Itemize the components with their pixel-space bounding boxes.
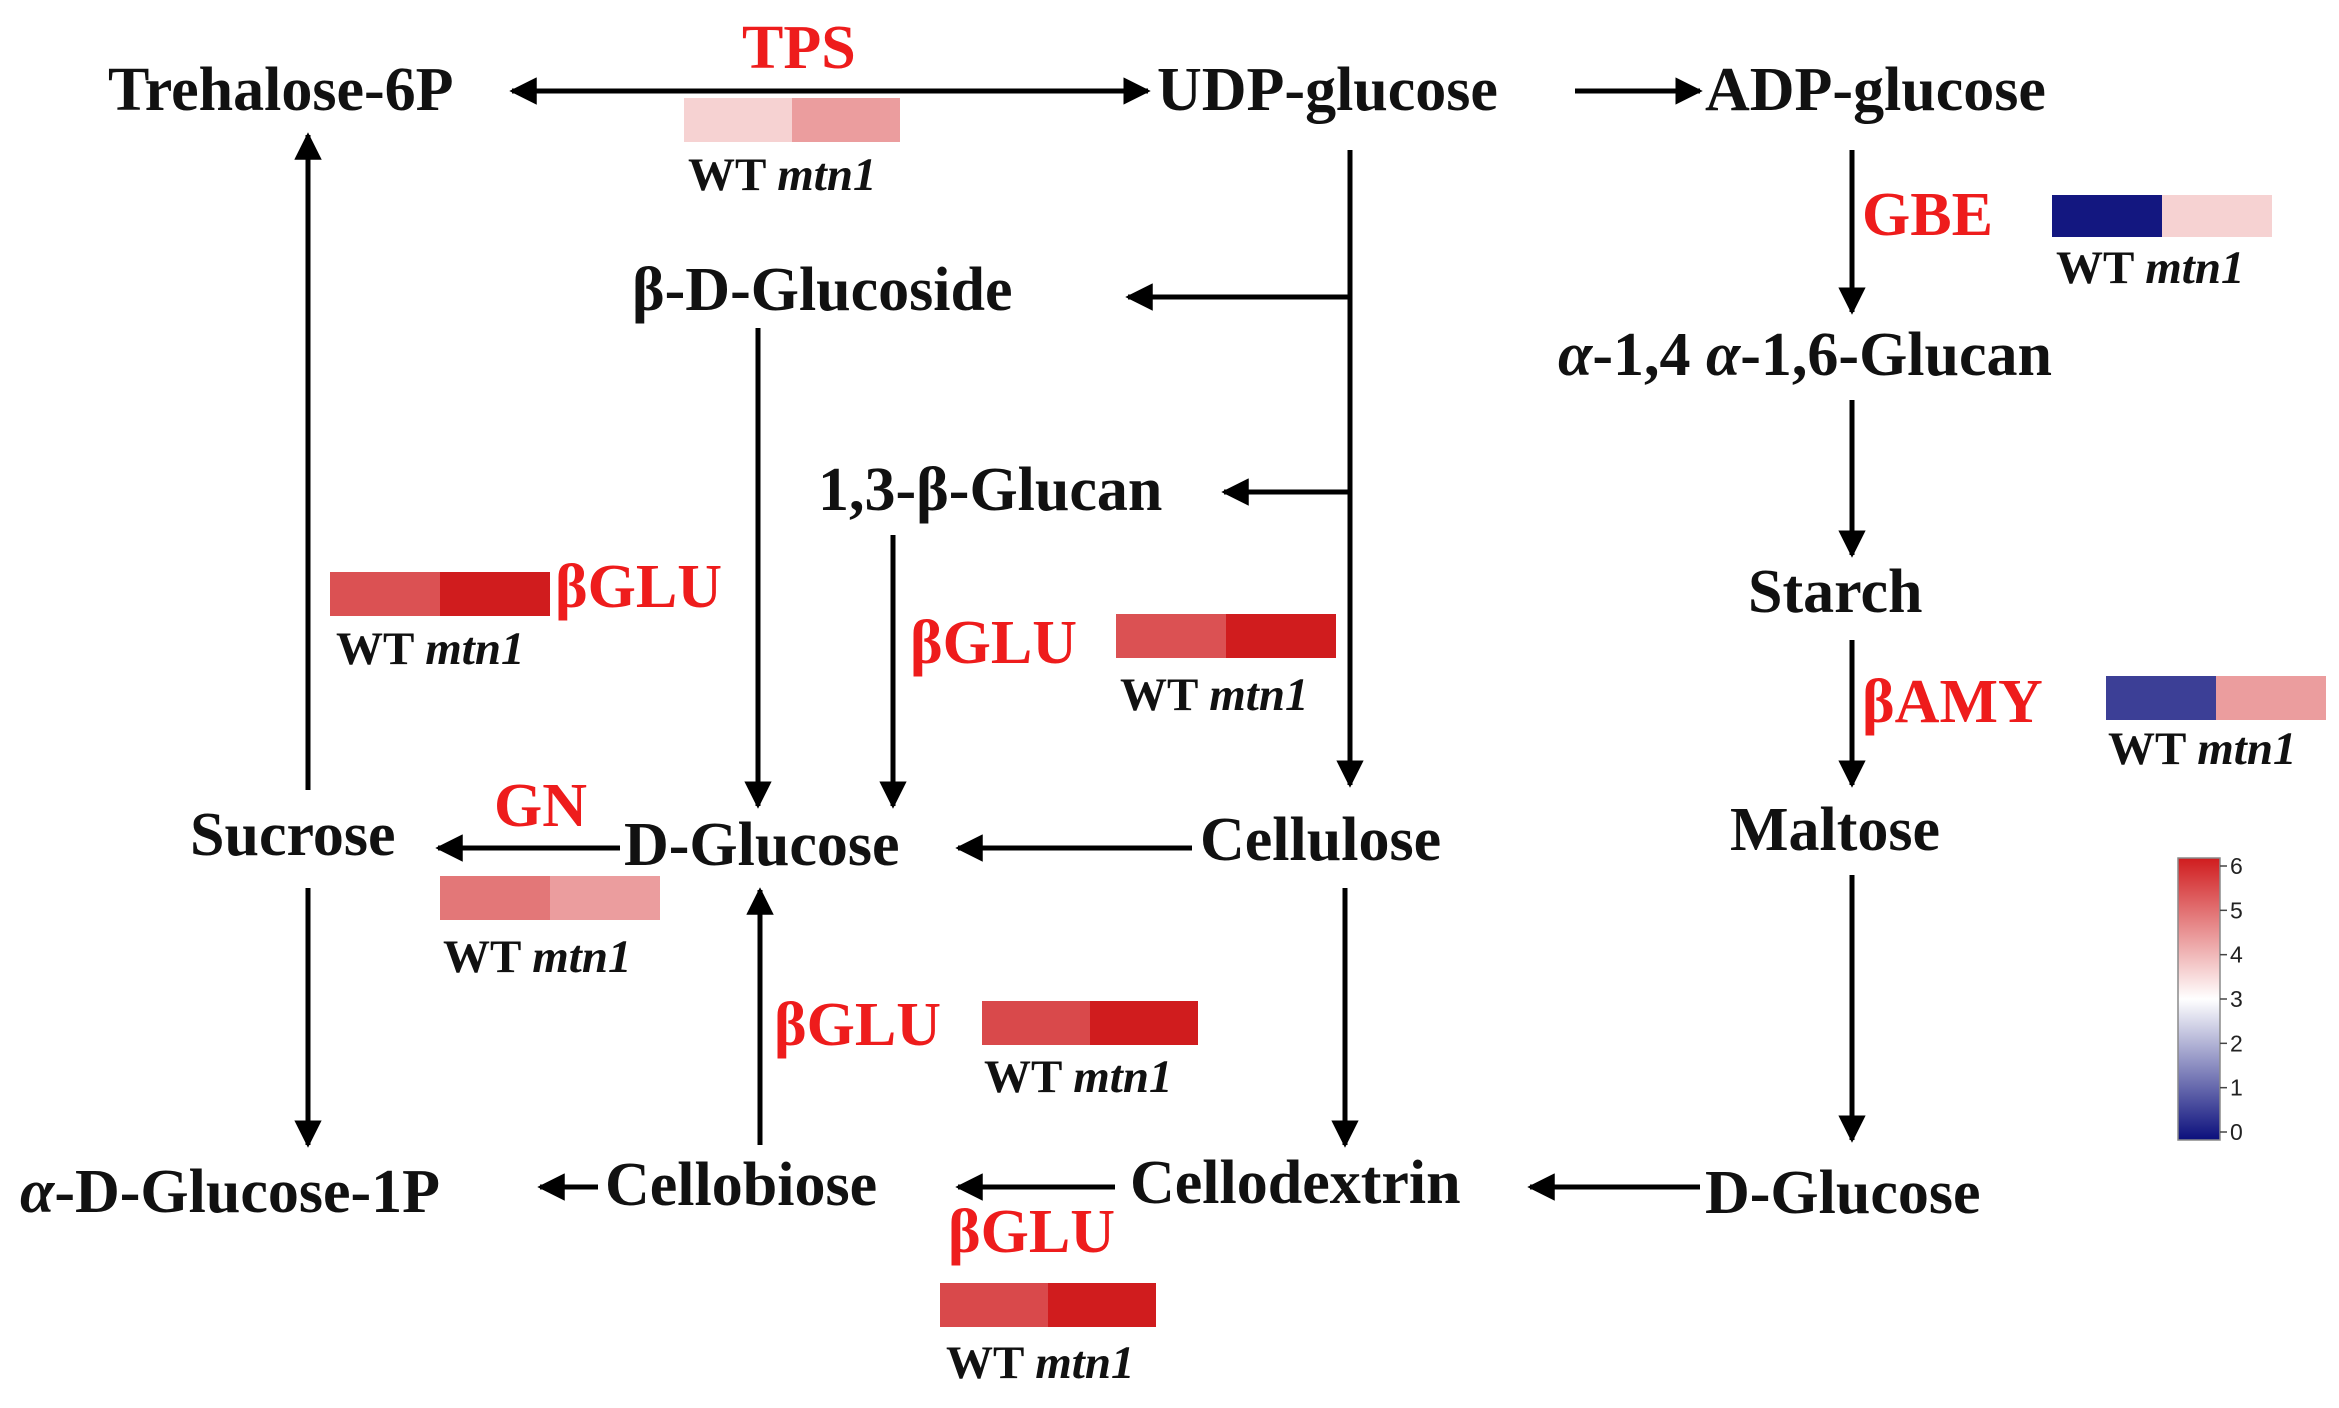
metabolite-cellobiose: Cellobiose <box>605 1151 877 1219</box>
legend-tick-label: 0 <box>2230 1119 2243 1145</box>
legend-tick-label: 2 <box>2230 1030 2243 1056</box>
legend-tick-label: 6 <box>2230 853 2243 879</box>
heatmap-cell-mtn1 <box>440 572 550 616</box>
heatmap-bamy: WT mtn1 <box>2106 676 2326 775</box>
metabolite-sucrose: Sucrose <box>190 801 396 869</box>
enzyme-tps: TPS <box>742 14 856 82</box>
label-mtn1: mtn1 <box>1035 1337 1134 1389</box>
label-wt: WT <box>2108 723 2186 775</box>
heatmap-cell-mtn1 <box>550 876 660 920</box>
glucan-part-2: -1,6-Glucan <box>1740 321 2052 389</box>
legend-tick-label: 4 <box>2230 942 2243 968</box>
legend-tick-label: 5 <box>2230 897 2243 923</box>
heatmap-label: WT mtn1 <box>443 931 632 983</box>
heatmap-label: WT mtn1 <box>2108 723 2297 775</box>
label-wt: WT <box>1120 669 1198 721</box>
label-mtn1: mtn1 <box>2145 242 2244 294</box>
legend-tick-label: 3 <box>2230 986 2243 1012</box>
metabolite-alpha-glucose-1p: α-D-Glucose-1P <box>20 1158 440 1226</box>
enzyme-bglu-cellodextrin: βGLU <box>948 1198 1115 1266</box>
heatmap-label: WT mtn1 <box>336 623 525 675</box>
metabolite-d-glucose-right: D-Glucose <box>1705 1159 1981 1227</box>
heatmap-cell-wt <box>940 1283 1048 1327</box>
heatmap-cell-wt <box>1116 614 1226 658</box>
heatmap-cell-wt <box>2052 195 2162 237</box>
label-wt: WT <box>2056 242 2134 294</box>
enzyme-bglu-cellobiose: βGLU <box>774 991 941 1059</box>
color-scale-bar <box>2177 857 2221 1141</box>
heatmap-cell-wt <box>684 98 792 142</box>
metabolite-beta-d-glucoside: β-D-Glucoside <box>632 256 1013 324</box>
enzyme-bamy: βAMY <box>1862 668 2043 736</box>
enzyme-gbe: GBE <box>1862 181 1993 249</box>
metabolite-maltose: Maltose <box>1730 796 1940 864</box>
label-mtn1: mtn1 <box>2197 723 2296 775</box>
alpha-symbol: α <box>1558 321 1594 389</box>
heatmap-label: WT mtn1 <box>946 1337 1135 1389</box>
label-wt: WT <box>336 623 414 675</box>
label-wt: WT <box>688 149 766 201</box>
heatmap-cell-wt <box>330 572 440 616</box>
label-mtn1: mtn1 <box>1073 1051 1172 1103</box>
metabolite-udp-glucose: UDP-glucose <box>1157 56 1498 124</box>
label-wt: WT <box>443 931 521 983</box>
metabolite-starch: Starch <box>1748 558 1923 626</box>
heatmap-gbe: WT mtn1 <box>2052 195 2272 294</box>
heatmap-label: WT mtn1 <box>2056 242 2245 294</box>
heatmap-cell-mtn1 <box>1048 1283 1156 1327</box>
metabolite-trehalose-6p: Trehalose-6P <box>108 56 454 124</box>
enzyme-bglu-glucan: βGLU <box>910 609 1077 677</box>
legend-tick-label: 1 <box>2230 1075 2243 1101</box>
heatmap-gn: WT mtn1 <box>440 876 660 983</box>
color-scale-legend: 0 1 2 3 4 5 6 <box>2177 853 2243 1145</box>
label-mtn1: mtn1 <box>425 623 524 675</box>
heatmap-cell-wt <box>982 1001 1090 1045</box>
heatmap-cell-mtn1 <box>1226 614 1336 658</box>
heatmap-cell-mtn1 <box>792 98 900 142</box>
metabolite-cellulose: Cellulose <box>1200 806 1441 874</box>
heatmap-bglu-cellobiose: WT mtn1 <box>982 1001 1198 1103</box>
heatmap-tps: WT mtn1 <box>684 98 900 201</box>
label-wt: WT <box>984 1051 1062 1103</box>
metabolite-adp-glucose: ADP-glucose <box>1705 56 2046 124</box>
heatmap-label: WT mtn1 <box>688 149 877 201</box>
label-mtn1: mtn1 <box>777 149 876 201</box>
label-mtn1: mtn1 <box>1209 669 1308 721</box>
heatmap-label: WT mtn1 <box>984 1051 1173 1103</box>
metabolite-glucan-13b: 1,3-β-Glucan <box>818 456 1162 524</box>
glucose-1p-part: -D-Glucose-1P <box>54 1158 440 1226</box>
heatmap-cell-mtn1 <box>2216 676 2326 720</box>
heatmap-cell-wt <box>2106 676 2216 720</box>
enzyme-bglu-sucrose: βGLU <box>555 553 722 621</box>
glucan-part-1: -1,4 <box>1592 321 1706 389</box>
metabolite-d-glucose-center: D-Glucose <box>624 811 900 879</box>
heatmap-cell-wt <box>440 876 550 920</box>
heatmap-bglu-glucan: WT mtn1 <box>1116 614 1336 721</box>
label-mtn1: mtn1 <box>532 931 631 983</box>
heatmap-cell-mtn1 <box>1090 1001 1198 1045</box>
metabolite-cellodextrin: Cellodextrin <box>1130 1149 1461 1217</box>
metabolite-alpha-glucan: α-1,4 α-1,6-Glucan <box>1558 321 2052 389</box>
alpha-symbol-3: α <box>20 1158 56 1226</box>
enzyme-gn: GN <box>494 772 587 840</box>
heatmap-bglu-cellodextrin: WT mtn1 <box>940 1283 1156 1389</box>
alpha-symbol-2: α <box>1706 321 1742 389</box>
heatmap-bglu-sucrose: WT mtn1 <box>330 572 550 675</box>
label-wt: WT <box>946 1337 1024 1389</box>
heatmap-label: WT mtn1 <box>1120 669 1309 721</box>
heatmap-cell-mtn1 <box>2162 195 2272 237</box>
